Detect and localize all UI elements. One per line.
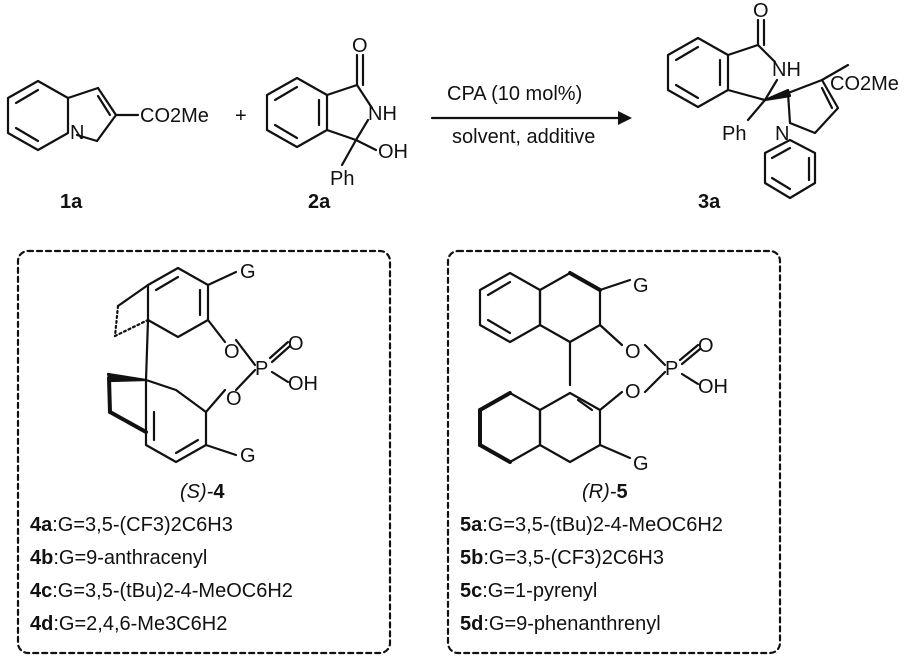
atom-nh-2a: NH bbox=[368, 103, 397, 125]
atom-o1-5: O bbox=[625, 341, 641, 363]
catalyst-5-entry: 5b:G=3,5-(CF3)2C6H3 bbox=[460, 547, 664, 569]
group-g-top-5: G bbox=[633, 275, 649, 297]
catalyst-5-title: (R)-5 bbox=[582, 481, 628, 503]
group-ph-2a: Ph bbox=[330, 168, 354, 190]
catalyst-4-box bbox=[16, 249, 392, 655]
catalyst-5-box bbox=[446, 249, 782, 655]
substituent-co2me-3a: CO2Me bbox=[830, 73, 899, 95]
arrow-condition-above: CPA (10 mol%) bbox=[447, 83, 582, 105]
reaction-arrow bbox=[430, 111, 632, 125]
label-2a: 2a bbox=[308, 191, 331, 213]
group-g-bottom-4: G bbox=[240, 445, 256, 467]
atom-o2-4: O bbox=[226, 388, 242, 410]
catalyst-4-entry: 4c:G=3,5-(tBu)2-4-MeOC6H2 bbox=[30, 580, 293, 602]
catalyst-4-entry: 4a:G=3,5-(CF3)2C6H3 bbox=[30, 514, 233, 536]
atom-o2-5: O bbox=[625, 381, 641, 403]
catalyst-4-title: (S)-4 bbox=[180, 481, 225, 503]
catalyst-5-entry: 5a:G=3,5-(tBu)2-4-MeOC6H2 bbox=[460, 514, 723, 536]
catalyst-4-structure bbox=[106, 266, 292, 464]
group-ph-3a: Ph bbox=[722, 123, 746, 145]
compound-1a-structure bbox=[6, 79, 140, 152]
catalyst-5-structure bbox=[478, 271, 702, 464]
atom-o-3a: O bbox=[753, 0, 769, 22]
group-oh-2a: OH bbox=[378, 141, 408, 163]
group-oh-5: OH bbox=[698, 376, 728, 398]
atom-eq-o-5: O bbox=[698, 335, 714, 357]
catalyst-5-entry: 5d:G=9-phenanthrenyl bbox=[460, 613, 661, 635]
group-g-bottom-5: G bbox=[633, 453, 649, 475]
atom-n-1a: N bbox=[70, 122, 84, 144]
atom-o-2a: O bbox=[352, 35, 368, 57]
catalyst-4-entry: 4d:G=2,4,6-Me3C6H2 bbox=[30, 613, 227, 635]
catalyst-5-entry: 5c:G=1-pyrenyl bbox=[460, 580, 597, 602]
atom-p-5: P bbox=[665, 358, 678, 380]
atom-n-3a: N bbox=[775, 123, 789, 145]
atom-nh-3a: NH bbox=[772, 59, 801, 81]
plus-sign: + bbox=[235, 105, 247, 127]
atom-p-4: P bbox=[255, 358, 268, 380]
arrow-condition-below: solvent, additive bbox=[452, 126, 595, 148]
atom-eq-o-4: O bbox=[288, 333, 304, 355]
group-oh-4: OH bbox=[288, 373, 318, 395]
atom-o1-4: O bbox=[224, 341, 240, 363]
substituent-co2me-1a: CO2Me bbox=[140, 105, 209, 127]
group-g-top-4: G bbox=[240, 261, 256, 283]
label-1a: 1a bbox=[60, 191, 83, 213]
label-3a: 3a bbox=[698, 191, 721, 213]
compound-2a-structure bbox=[265, 53, 378, 167]
compound-3a-structure bbox=[666, 18, 850, 200]
catalyst-4-entry: 4b:G=9-anthracenyl bbox=[30, 547, 207, 569]
